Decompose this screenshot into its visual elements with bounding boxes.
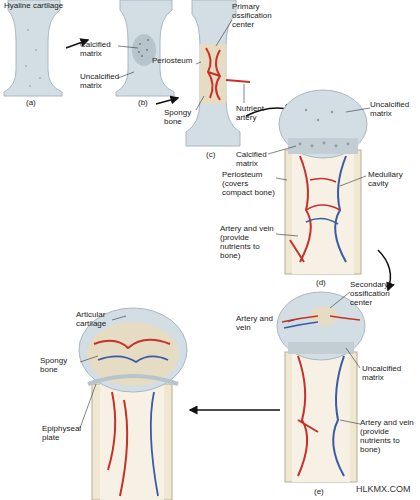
part-label: Spongy bone: [40, 356, 78, 374]
part-label: Artery and vein (provide nutrients to bo…: [220, 224, 278, 260]
part-label: Uncalcified matrix: [362, 364, 408, 382]
part-label: Calcified matrix: [236, 150, 268, 168]
part-label: Epiphyseal plate: [42, 424, 80, 442]
part-label: Hyaline cartilage: [4, 1, 63, 10]
stage-label: (c): [206, 150, 215, 159]
part-label: Nutrient artery: [236, 104, 276, 122]
spongy-bone: [87, 322, 179, 386]
cartilage-model: [4, 0, 62, 96]
shaft: [285, 352, 357, 482]
epiphysis: [279, 90, 367, 158]
part-label: Uncalcified matrix: [80, 72, 122, 90]
part-label: Spongy bone: [164, 108, 196, 126]
part-label: Secondary ossification center: [350, 280, 410, 307]
epiphyseal-plate: [88, 376, 178, 384]
part-label: Medullary cavity: [368, 170, 412, 188]
part-label: Calcified matrix: [80, 40, 120, 58]
shaft: [92, 384, 172, 500]
chondrocytes: [25, 29, 41, 87]
cartilage-model: [116, 0, 174, 96]
part-label: Periosteum: [152, 56, 192, 65]
stage-label: (d): [316, 278, 326, 287]
stage-label: (b): [138, 98, 148, 107]
bone-model: [186, 0, 240, 146]
part-label: Uncalcified matrix: [370, 100, 416, 118]
stage-label: (e): [314, 487, 324, 496]
spongy-bone: [200, 44, 226, 104]
part-label: Articular cartilage: [76, 310, 112, 328]
part-label: Primary ossification center: [232, 2, 292, 29]
part-label: Periosteum (covers compact bone): [222, 170, 280, 197]
part-label: Artery and vein: [236, 314, 284, 332]
part-label: Artery and vein (provide nutrients to bo…: [360, 418, 416, 454]
shaft: [285, 150, 361, 274]
watermark: HLKMX.COM: [356, 485, 411, 494]
stage-label: (a): [26, 98, 36, 107]
